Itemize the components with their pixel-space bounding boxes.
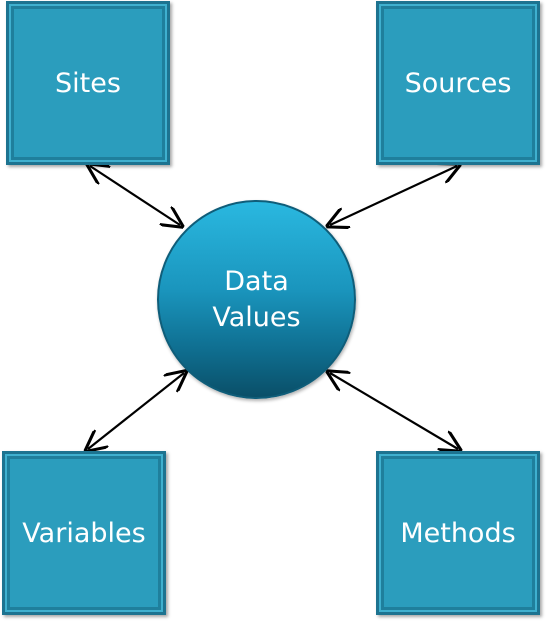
methods-node: Methods xyxy=(376,451,540,615)
arrow-sites-datavalues xyxy=(90,166,180,225)
data-values-label-line1: Data xyxy=(224,265,289,297)
sites-label: Sites xyxy=(55,67,121,99)
variables-node: Variables xyxy=(2,451,166,615)
sources-node: Sources xyxy=(376,1,540,165)
arrow-sources-datavalues xyxy=(330,166,457,225)
sources-label: Sources xyxy=(404,67,512,99)
methods-label: Methods xyxy=(400,517,516,549)
arrow-methods-datavalues xyxy=(330,373,458,449)
data-values-label-line2: Values xyxy=(212,301,301,333)
data-values-node: Data Values xyxy=(157,200,356,399)
variables-label: Variables xyxy=(22,517,146,549)
arrow-variables-datavalues xyxy=(88,373,184,449)
sites-node: Sites xyxy=(6,1,170,165)
